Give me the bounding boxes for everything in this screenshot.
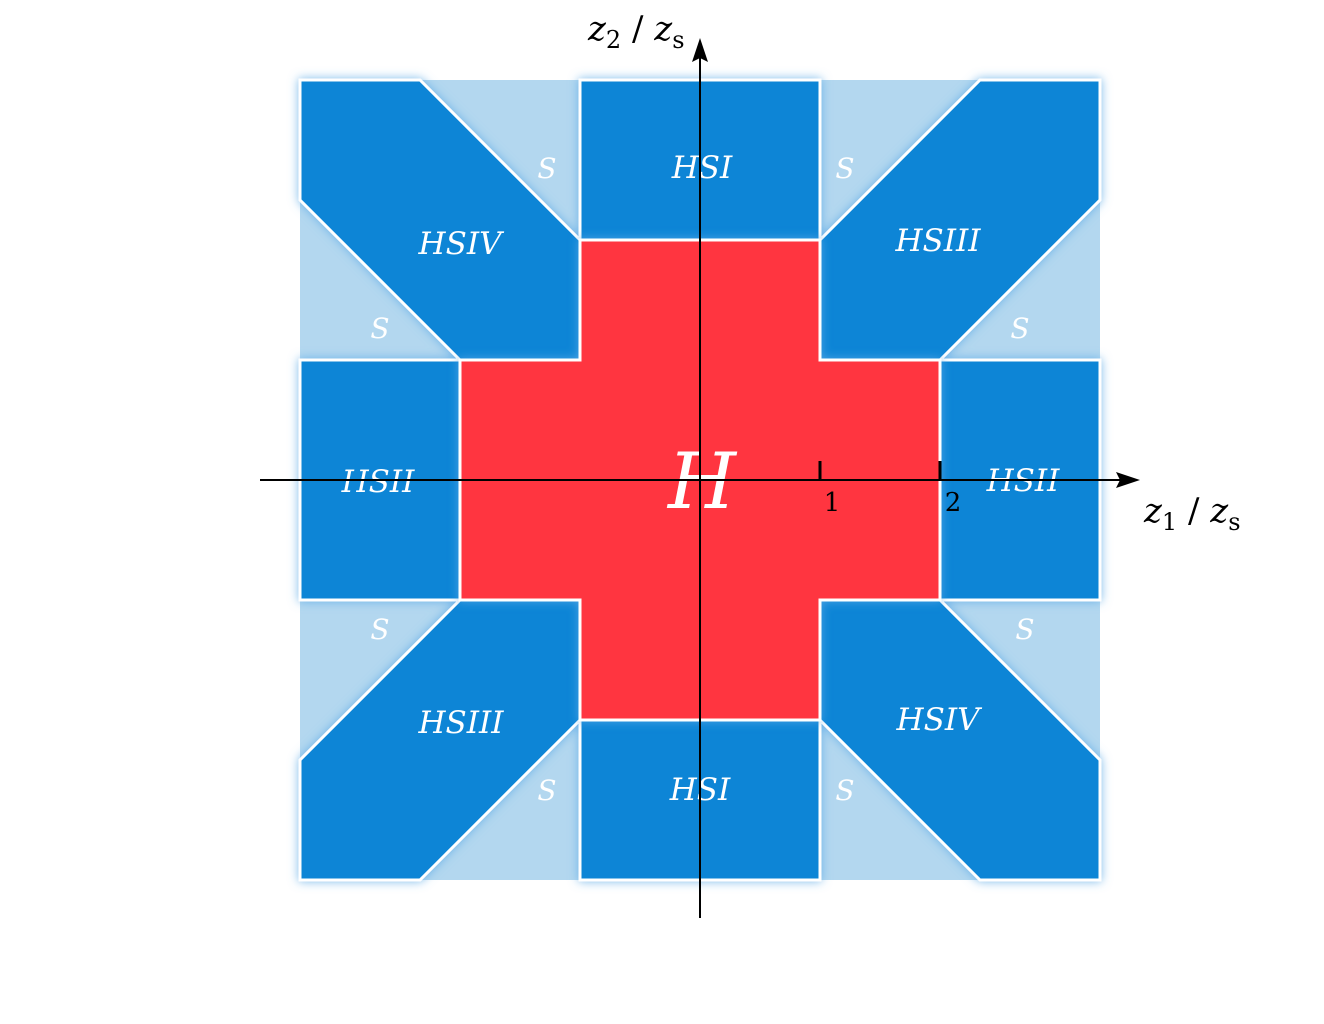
label-s: S <box>537 152 556 185</box>
x-axis-label: z1 / zs <box>1143 491 1241 536</box>
x-axis-arrow <box>1116 472 1140 488</box>
label-hsiii-bottom-left: HSIII <box>417 705 504 741</box>
label-s: S <box>835 152 854 185</box>
label-s: S <box>1010 312 1029 345</box>
label-h: H <box>666 437 738 527</box>
label-hsiii-top-right: HSIII <box>894 223 981 259</box>
label-s: S <box>1015 613 1034 646</box>
y-axis-arrow <box>692 38 708 62</box>
axes <box>260 38 1140 918</box>
label-s: S <box>537 774 556 807</box>
label-hsiv-top-left: HSIV <box>418 226 506 262</box>
label-s: S <box>370 312 389 345</box>
x-tick-label-2: 2 <box>945 488 962 518</box>
label-s: S <box>370 613 389 646</box>
label-hsiv-bottom-right: HSIV <box>896 702 984 738</box>
y-axis-label: z2 / zs <box>587 9 685 54</box>
label-s: S <box>835 774 854 807</box>
x-tick-label-1: 1 <box>824 488 841 518</box>
label-hsi-top: HSI <box>671 150 733 186</box>
label-hsii-left: HSII <box>341 464 416 500</box>
region-labels: HSI HSI HSII HSII HSIV HSIII HSIII HSIV … <box>341 150 1061 808</box>
